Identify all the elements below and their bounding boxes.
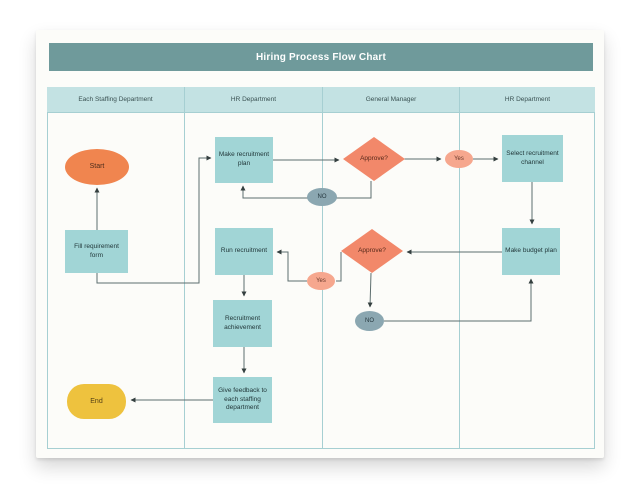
node-end: End (67, 384, 126, 419)
node-fill-requirement-form: Fill requirement form (65, 230, 128, 273)
node-give-feedback: Give feedback to each staffing departmen… (213, 377, 272, 423)
label-no-1: NO (307, 188, 337, 206)
lanes-body (47, 112, 595, 449)
node-make-recruitment-plan: Make recruitment plan (215, 137, 273, 183)
lane-header-general-manager: General Manager (322, 87, 459, 112)
node-make-budget-plan: Make budget plan (502, 228, 560, 275)
node-start: Start (65, 149, 129, 185)
node-run-recruitment: Run recruitment (215, 228, 273, 275)
label-yes-2: Yes (307, 272, 335, 290)
label-no-2: NO (355, 311, 384, 331)
lane-header-hr-department-2: HR Department (459, 87, 595, 112)
lane-header-hr-department-1: HR Department (184, 87, 322, 112)
label-yes-1: Yes (445, 150, 473, 168)
chart-title: Hiring Process Flow Chart (49, 43, 593, 71)
lane-header-each-staffing-department: Each Staffing Department (47, 87, 184, 112)
node-select-recruitment-channel: Select recruitment channel (502, 135, 563, 182)
node-recruitment-achievement: Recruitment achievement (213, 300, 272, 347)
lane-divider-1 (184, 112, 185, 449)
